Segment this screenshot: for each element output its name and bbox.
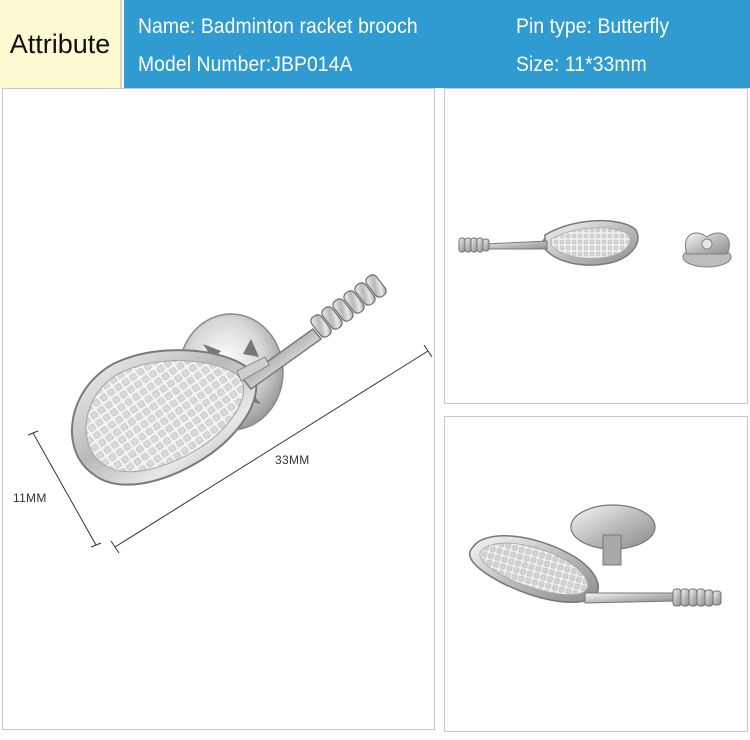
racket-angled-illustration	[468, 504, 722, 607]
product-size: Size: 11*33mm	[516, 53, 647, 76]
butterfly-clutch-angled	[570, 504, 656, 566]
racket-brooch-illustration	[27, 274, 433, 554]
model-number: Model Number:JBP014A	[138, 53, 353, 76]
width-dimension-label: 11MM	[13, 491, 47, 505]
product-name: Name: Badminton racket brooch	[138, 15, 418, 38]
dimension-lines	[27, 344, 433, 554]
racket-and-clutch-illustration	[458, 219, 732, 268]
racket-side-view	[458, 219, 639, 266]
racket-handle	[236, 274, 387, 391]
racket-head	[71, 349, 258, 486]
racket-angled	[468, 535, 722, 607]
butterfly-clutch-part	[682, 232, 732, 268]
product-image-parts	[444, 88, 748, 404]
main-product-image: 33MM 11MM	[2, 88, 435, 730]
product-image-angled	[444, 416, 748, 732]
length-dimension-label: 33MM	[275, 453, 310, 467]
attribute-info-bar: Name: Badminton racket brooch Model Numb…	[124, 0, 750, 88]
pin-type: Pin type: Butterfly	[516, 15, 670, 38]
attribute-header: Attribute Name: Badminton racket brooch …	[0, 0, 750, 88]
attribute-label: Attribute	[0, 0, 122, 88]
